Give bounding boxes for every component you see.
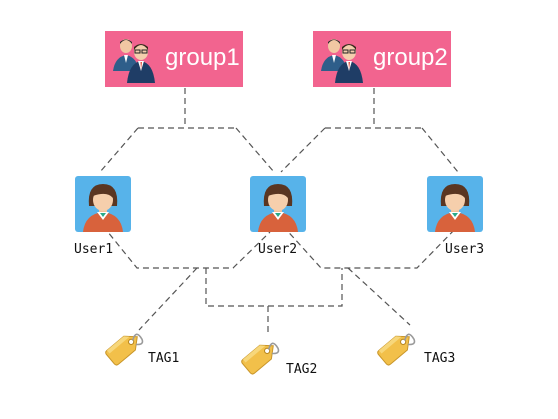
tag-icon — [241, 342, 280, 375]
edge-group2-user3 — [421, 127, 459, 173]
edge-user1-lower — [102, 225, 271, 269]
group-label: group1 — [165, 44, 240, 71]
edge-lower-tag3 — [347, 267, 411, 326]
user-label: User2 — [258, 242, 298, 257]
user-avatar-icon — [435, 184, 475, 232]
user-avatar-icon — [83, 184, 123, 232]
user1-tile — [75, 176, 131, 232]
tag-label: TAG2 — [286, 362, 318, 377]
tag-label: TAG3 — [424, 351, 456, 366]
edge-group1-user2 — [235, 127, 275, 173]
tag-icon — [377, 333, 416, 366]
user3-tile — [427, 176, 483, 232]
user2-tile — [250, 176, 306, 232]
group2-box: group2 — [313, 31, 451, 87]
user-label: User3 — [445, 242, 485, 257]
edge-bridge-tag2 — [205, 268, 343, 307]
edge-user2-lower — [282, 223, 461, 269]
user-label: User1 — [74, 242, 114, 257]
edge-group2-user2 — [280, 127, 326, 173]
users-icon — [321, 39, 363, 83]
users-icon — [113, 39, 155, 83]
edge-lower-tag1 — [138, 267, 198, 331]
group-label: group2 — [373, 44, 448, 71]
edge-group1-user1 — [99, 127, 139, 173]
user-avatar-icon — [258, 184, 298, 232]
tag-icon — [105, 333, 144, 366]
group1-box: group1 — [105, 31, 243, 87]
tag-label: TAG1 — [148, 351, 180, 366]
